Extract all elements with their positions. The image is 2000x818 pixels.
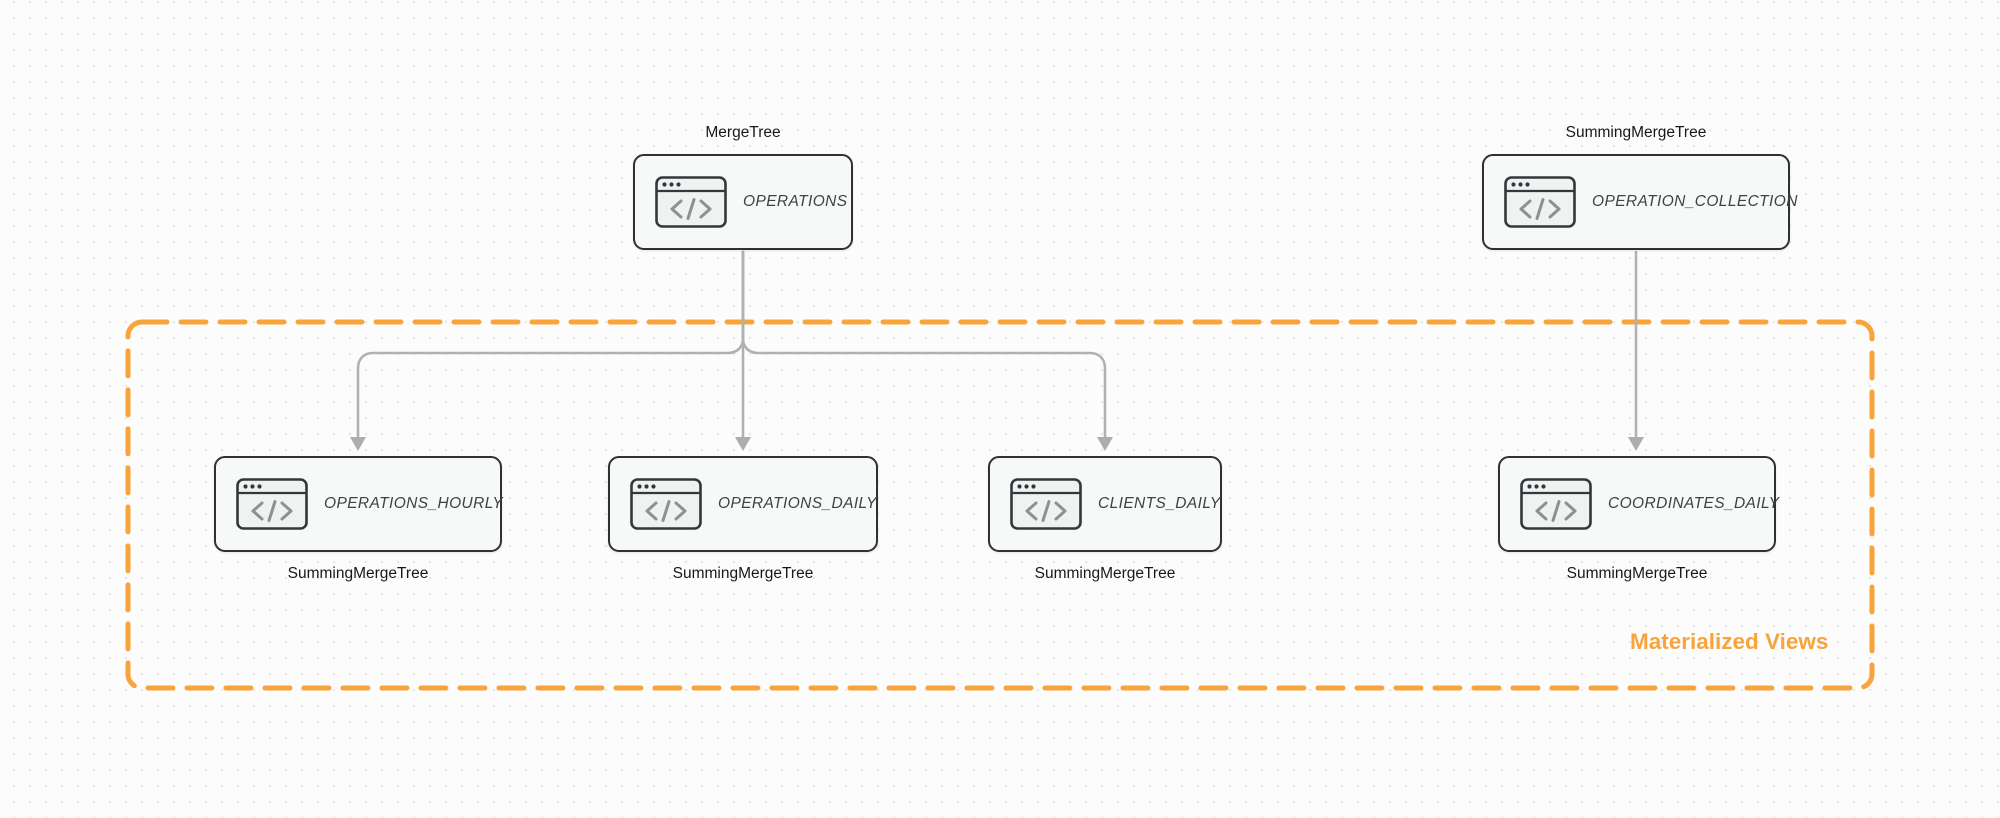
code-window-icon	[236, 478, 308, 530]
node-operations-hourly: OPERATIONS_HOURLY SummingMergeTree	[214, 456, 503, 587]
arrowhead-daily	[735, 437, 751, 451]
code-window-icon	[1010, 478, 1082, 530]
engine-type-label: SummingMergeTree	[1566, 565, 1708, 582]
engine-type-label: SummingMergeTree	[1034, 565, 1176, 582]
arrow-operations-to-clients	[741, 250, 1107, 439]
table-name-label: CLIENTS_DAILY	[1098, 495, 1221, 512]
table-name-label: OPERATION_COLLECTION	[1592, 193, 1798, 210]
node-clients-daily: CLIENTS_DAILY SummingMergeTree	[988, 456, 1222, 587]
node-operations-daily: OPERATIONS_DAILY SummingMergeTree	[608, 456, 878, 587]
materialized-views-label: Materialized Views	[1630, 629, 1829, 654]
table-name-label: OPERATIONS	[743, 193, 848, 210]
engine-type-label: MergeTree	[705, 124, 781, 141]
table-node-operations[interactable]: OPERATIONS	[633, 154, 853, 250]
node-coordinates-daily: COORDINATES_DAILY SummingMergeTree	[1498, 456, 1779, 587]
table-node-operations-daily[interactable]: OPERATIONS_DAILY	[608, 456, 878, 552]
table-node-clients-daily[interactable]: CLIENTS_DAILY	[988, 456, 1222, 552]
arrowhead-coordinates	[1628, 437, 1644, 451]
arrowhead-hourly	[350, 437, 366, 451]
code-window-icon	[1504, 176, 1576, 228]
table-name-label: OPERATIONS_HOURLY	[324, 495, 504, 512]
arrow-operations-to-hourly	[356, 250, 745, 439]
arrowhead-clients	[1097, 437, 1113, 451]
code-window-icon	[630, 478, 702, 530]
engine-type-label: SummingMergeTree	[672, 565, 814, 582]
table-node-operations-hourly[interactable]: OPERATIONS_HOURLY	[214, 456, 503, 552]
code-window-icon	[1520, 478, 1592, 530]
code-window-icon	[655, 176, 727, 228]
node-operation-collection: SummingMergeTree OPERATION_COLLECTION	[1482, 120, 1797, 250]
table-name-label: OPERATIONS_DAILY	[718, 495, 877, 512]
node-operations: MergeTree OPERATIONS	[633, 120, 853, 250]
table-node-operation-collection[interactable]: OPERATION_COLLECTION	[1482, 154, 1797, 250]
engine-type-label: SummingMergeTree	[287, 565, 429, 582]
engine-type-label: SummingMergeTree	[1565, 124, 1707, 141]
table-node-coordinates-daily[interactable]: COORDINATES_DAILY	[1498, 456, 1779, 552]
table-name-label: COORDINATES_DAILY	[1608, 495, 1780, 512]
